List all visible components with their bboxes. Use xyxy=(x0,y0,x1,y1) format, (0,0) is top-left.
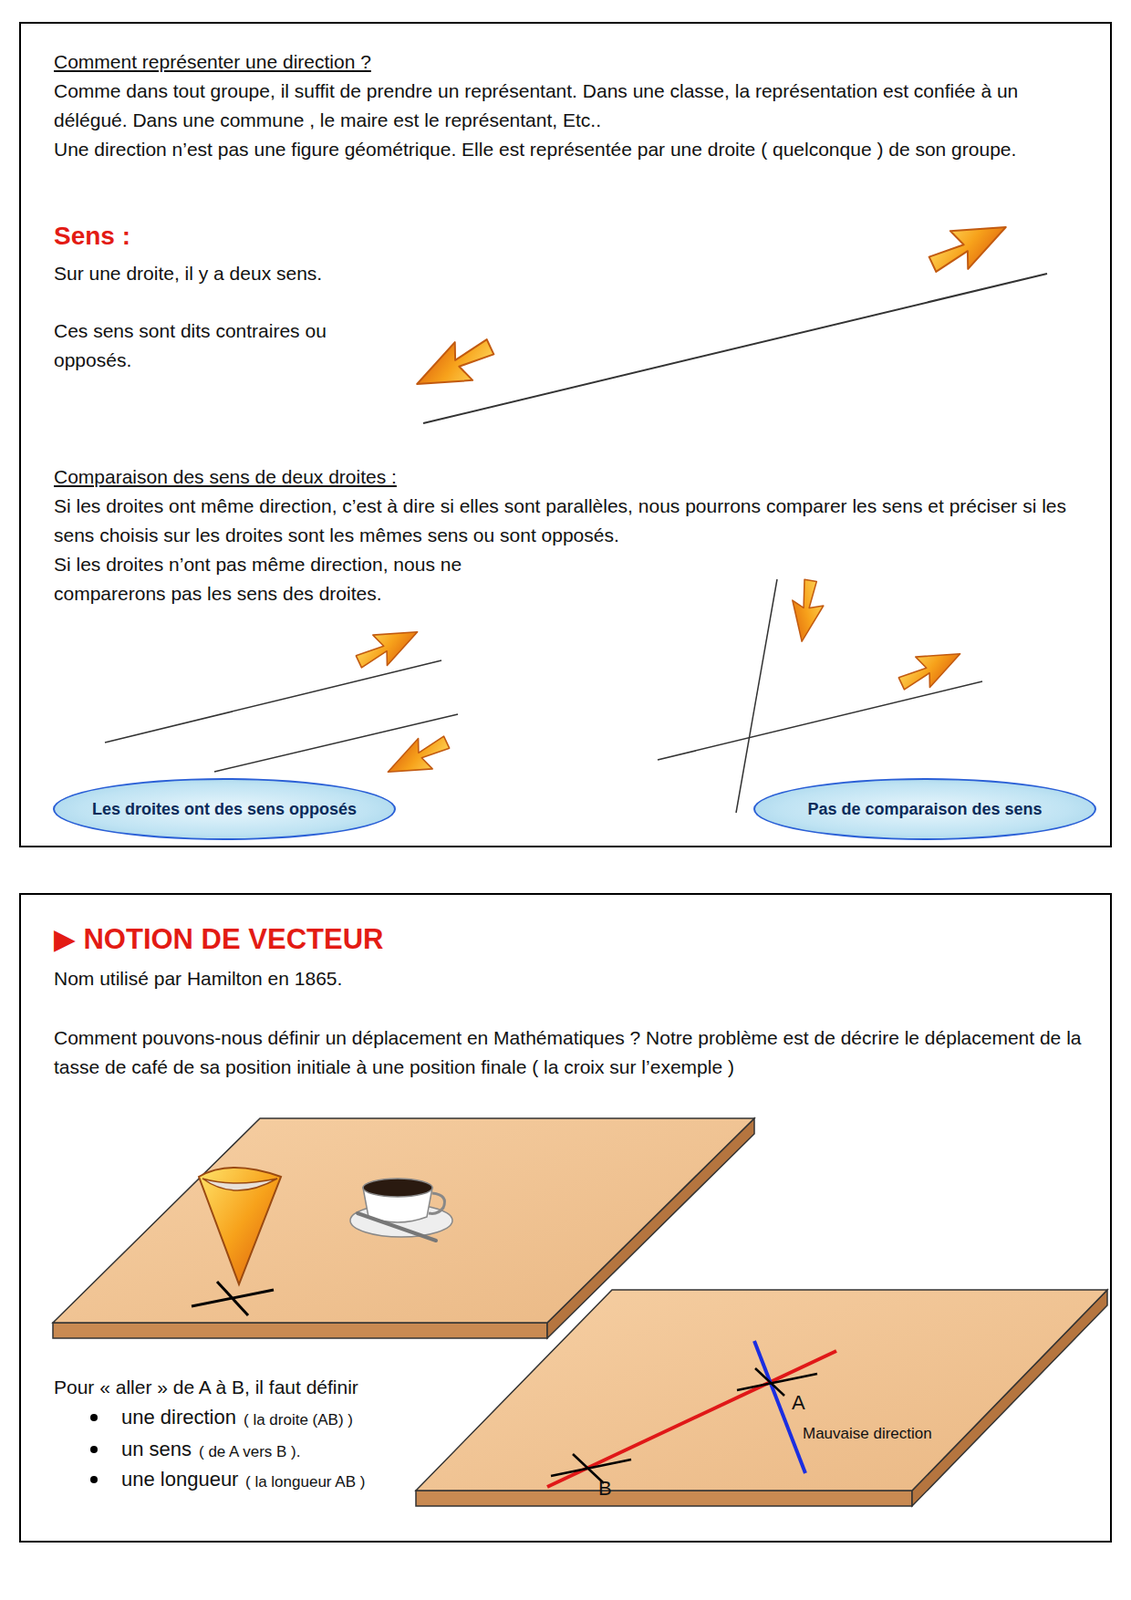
section-title: Sens : xyxy=(53,220,131,252)
main-title: ▶ NOTION DE VECTEUR xyxy=(53,923,384,956)
panel-frame xyxy=(20,22,1111,847)
list-note: ( de A vers B ). xyxy=(198,1437,301,1467)
line xyxy=(657,681,983,760)
line xyxy=(736,579,778,813)
blue-line xyxy=(754,1340,806,1474)
list-item: une longueur xyxy=(121,1464,239,1495)
paragraph: Nom utilisé par Hamilton en 1865. xyxy=(53,964,343,994)
paragraph: Si les droites n’ont pas même direction,… xyxy=(53,549,529,609)
ellipse-text: Pas de comparaison des sens xyxy=(779,797,1069,821)
paragraph: Pour « aller » de A à B, il faut définir xyxy=(53,1372,359,1402)
cross xyxy=(550,1459,632,1476)
board-edge xyxy=(415,1490,913,1506)
paragraph: Comme dans tout groupe, il suffit de pre… xyxy=(53,76,1090,135)
bullet xyxy=(90,1413,98,1422)
orange-arrow xyxy=(893,639,968,698)
section-heading: Comment représenter une direction ? xyxy=(53,47,372,77)
list-item: un sens xyxy=(121,1434,192,1464)
point-label: A xyxy=(791,1388,806,1418)
point-label: B xyxy=(598,1473,613,1504)
ellipse-text: Les droites ont des sens opposés xyxy=(64,797,384,821)
cross xyxy=(755,1368,785,1396)
cross xyxy=(217,1281,249,1316)
ellipse-label: Les droites ont des sens opposés xyxy=(52,778,396,841)
paragraph: Comment pouvons-nous définir un déplacem… xyxy=(53,1023,1094,1082)
orange-arrow xyxy=(380,727,455,787)
list-note: ( la droite (AB) ) xyxy=(243,1405,353,1435)
board-edge xyxy=(52,1322,548,1339)
paragraph: Si les droites ont même direction, c’est… xyxy=(53,491,1094,550)
bullet xyxy=(90,1475,98,1484)
board xyxy=(415,1289,1108,1491)
line-label: Mauvaise direction xyxy=(802,1419,933,1449)
line xyxy=(423,273,1048,424)
orange-arrow xyxy=(351,617,426,676)
list-note: ( la longueur AB ) xyxy=(245,1467,365,1497)
orange-arrow xyxy=(923,208,1016,282)
panel-frame xyxy=(20,893,1111,1542)
orange-arrow xyxy=(407,329,500,403)
coffee-cup xyxy=(350,1178,453,1241)
paragraph: Sur une droite, il y a deux sens. xyxy=(53,259,322,289)
red-line xyxy=(547,1350,837,1487)
list-item: une direction xyxy=(121,1402,237,1432)
bullet xyxy=(90,1445,98,1453)
cone-marker xyxy=(198,1167,281,1285)
ellipse-label: Pas de comparaison des sens xyxy=(753,778,1097,841)
section-heading: Comparaison des sens de deux droites : xyxy=(53,462,397,492)
orange-arrow xyxy=(785,578,828,644)
paragraph: Ces sens sont dits contraires ou opposés… xyxy=(53,316,392,375)
paragraph: Une direction n’est pas une figure géomé… xyxy=(53,134,1090,165)
